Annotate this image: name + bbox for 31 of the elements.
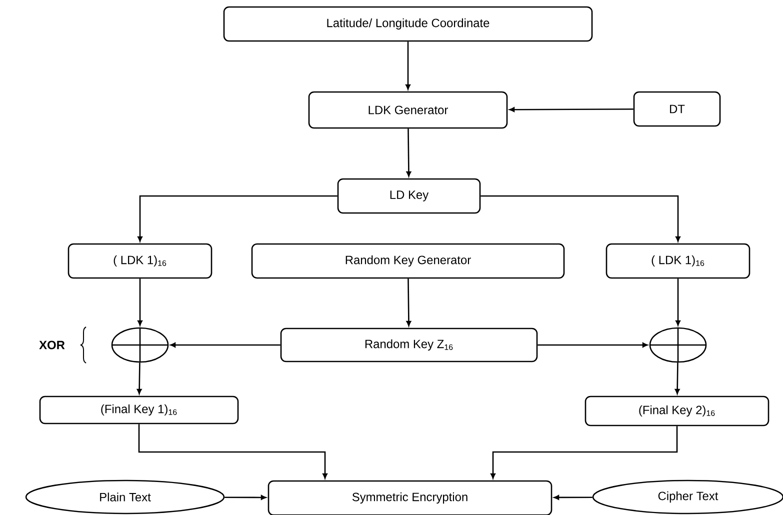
- arrow: [406, 278, 412, 326]
- arrow: [674, 362, 680, 394]
- process-box: LDK Generator: [308, 91, 508, 129]
- xor-symbol: [649, 327, 707, 363]
- arrow: [136, 362, 142, 394]
- arrow: [138, 195, 338, 242]
- process-box: Latitude/ Longitude Coordinate: [223, 6, 593, 42]
- process-box: Random Key Generator: [251, 243, 565, 279]
- arrow: [406, 128, 412, 177]
- process-box: LD Key: [337, 178, 481, 214]
- arrow: [509, 107, 634, 112]
- arrow: [138, 424, 328, 479]
- arrow: [538, 342, 648, 348]
- process-box: (Final Key 2)$_{16}$: [584, 396, 770, 426]
- xor-symbol: [111, 327, 169, 363]
- process-box: DT: [633, 91, 721, 127]
- process-box: Random Key Z$_{16}$: [280, 328, 538, 362]
- arrow: [170, 342, 280, 348]
- label-text: XOR: [39, 340, 65, 350]
- process-box: (Final Key 1)$_{16}$: [39, 396, 239, 424]
- process-box: Symmetric Encryption: [268, 480, 552, 515]
- terminal-oval: Plain Text: [25, 480, 225, 514]
- arrow: [554, 495, 592, 500]
- arrow: [490, 426, 678, 479]
- arrow: [406, 42, 410, 90]
- arrow: [676, 278, 680, 326]
- arrow: [138, 278, 142, 326]
- arrow: [480, 195, 680, 242]
- process-box: ( LDK 1)$_{16}$: [606, 243, 750, 279]
- process-box: ( LDK 1)$_{16}$: [68, 243, 212, 279]
- arrow: [224, 495, 266, 500]
